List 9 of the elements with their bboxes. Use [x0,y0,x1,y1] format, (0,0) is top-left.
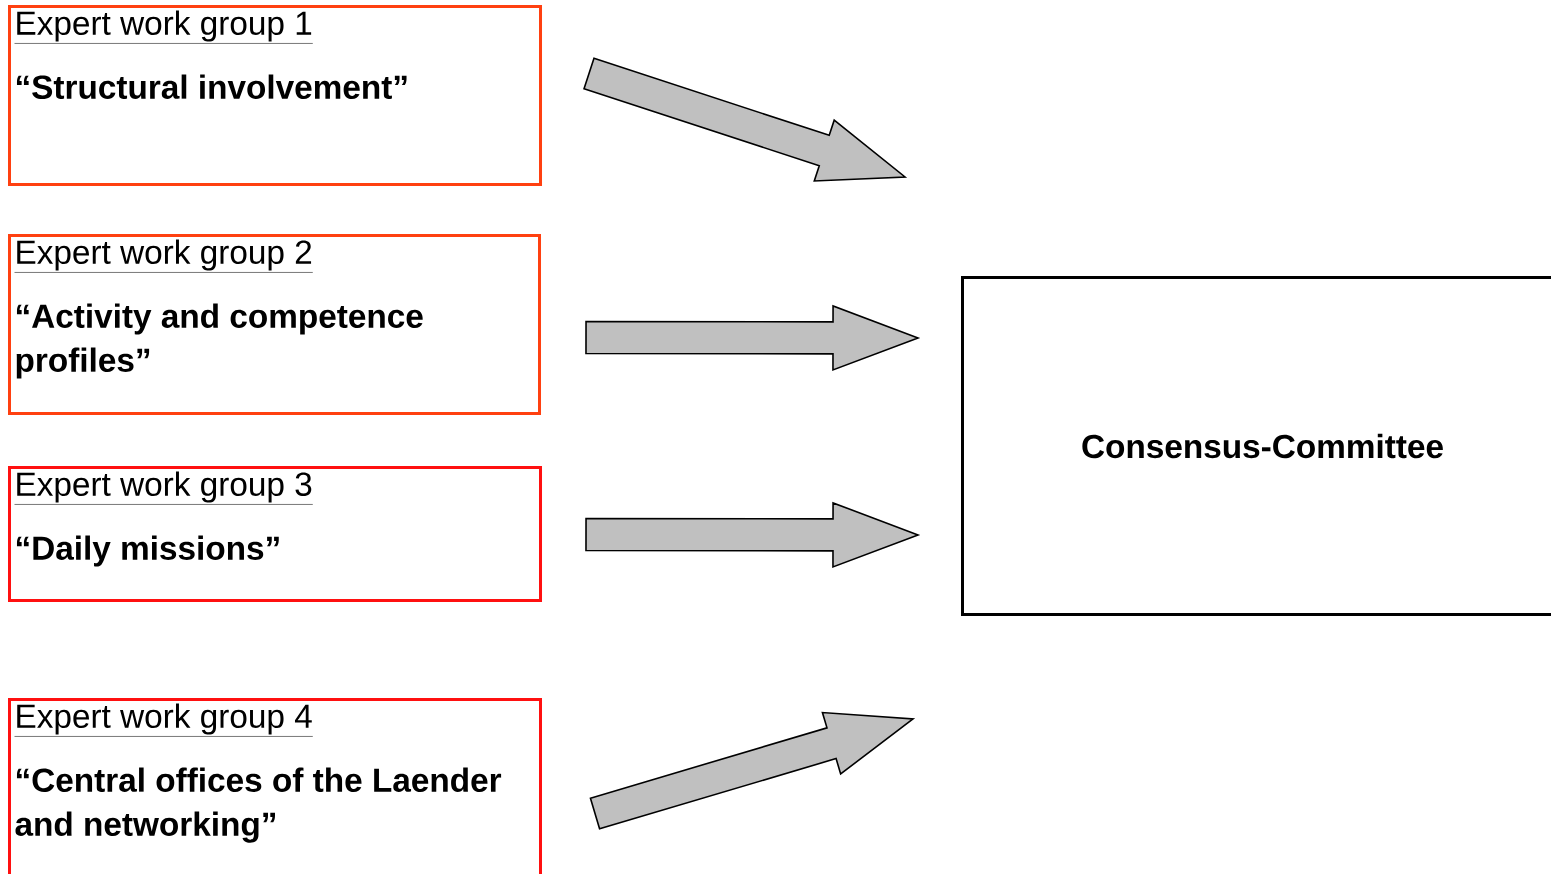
block-arrow [585,304,921,372]
block-arrow [589,711,916,830]
work-group-box: Expert work group 1 “Structural involvement” [8,5,542,186]
block-arrow [583,57,908,182]
work-group-box: Expert work group 4 “Central offices of the Laender and networking” [8,698,542,874]
block-arrow [585,501,921,569]
work-group-box: Expert work group 3 “Daily missions” [8,466,542,602]
work-group-box: Expert work group 2 “Activity and competence profiles” [8,234,541,415]
committee-box: Consensus-Committee [961,276,1551,616]
